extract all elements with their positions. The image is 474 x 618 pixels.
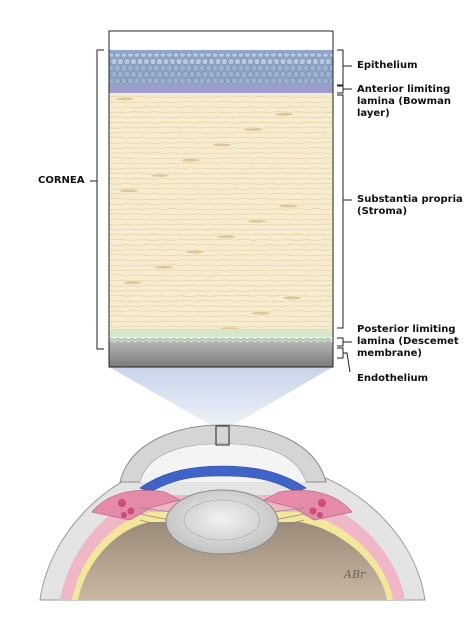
lens (165, 489, 279, 555)
label-brackets (337, 49, 352, 373)
iris (139, 465, 307, 493)
cornea-label: CORNEA (38, 175, 85, 186)
epithelium-label: Epithelium (357, 60, 418, 71)
zonular-fibers (139, 507, 305, 529)
ciliary-body-right (263, 490, 353, 521)
epithelium-cells (109, 52, 333, 85)
artist-signature: ABr (344, 568, 366, 581)
ciliary-processes (118, 499, 326, 518)
magnification-beam (109, 367, 333, 428)
endothelium-cells (109, 337, 332, 343)
cornea-bracket (90, 49, 104, 350)
descemet-membrane-label: Posterior limiting lamina (Descemet memb… (357, 324, 459, 359)
ciliary-body-left (91, 490, 181, 521)
stroma-fibers (109, 95, 333, 330)
detail-marker (215, 425, 230, 446)
eye-illustration (39, 424, 426, 601)
cross-section-frame (108, 30, 334, 368)
vitreous (78, 522, 387, 600)
stroma-layer (109, 93, 333, 329)
lens-nucleus (183, 499, 261, 541)
endothelium-layer (109, 342, 333, 367)
bowman-layer (109, 86, 333, 93)
bowman-layer-label: Anterior limiting lamina (Bowman layer) (357, 84, 451, 119)
stroma-label: Substantia propria (Stroma) (357, 194, 463, 217)
descemet-layer (109, 329, 333, 337)
cornea-cross-section (109, 50, 333, 367)
endothelium-label: Endothelium (357, 373, 429, 384)
